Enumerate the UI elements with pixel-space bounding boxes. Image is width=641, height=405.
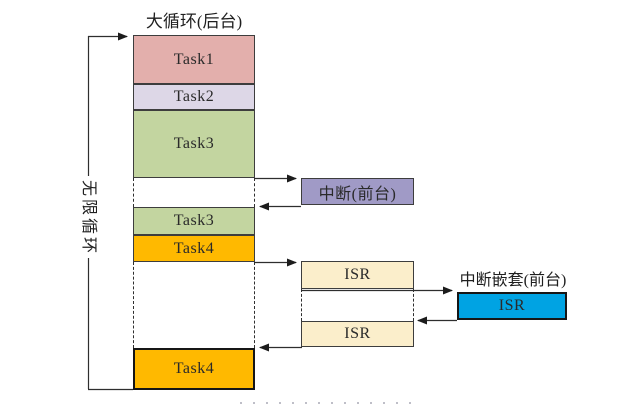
- cut-off-caption-fragment: [240, 402, 412, 404]
- nested-interrupt-title: 中断嵌套(前台): [459, 272, 567, 289]
- task1-box: Task1: [133, 35, 255, 84]
- interrupt-foreground-box: 中断(前台): [301, 178, 414, 205]
- isr2-box: ISR: [301, 321, 414, 347]
- task3-resumed-box: Task3: [133, 207, 255, 235]
- task2-box: Task2: [133, 84, 255, 110]
- isr1-box: ISR: [301, 261, 414, 289]
- task3-box: Task3: [133, 110, 255, 178]
- infinite-loop-label: 无限循环: [80, 179, 97, 256]
- suspended-gap-2: [133, 262, 255, 348]
- task4-box: Task4: [133, 235, 255, 262]
- suspended-gap-1: [133, 178, 255, 207]
- isr-suspended-gap: [301, 289, 414, 321]
- task4-resumed-box: Task4: [133, 348, 255, 390]
- nested-isr-box: ISR: [457, 292, 567, 320]
- background-loop-title: 大循环(后台): [145, 12, 243, 31]
